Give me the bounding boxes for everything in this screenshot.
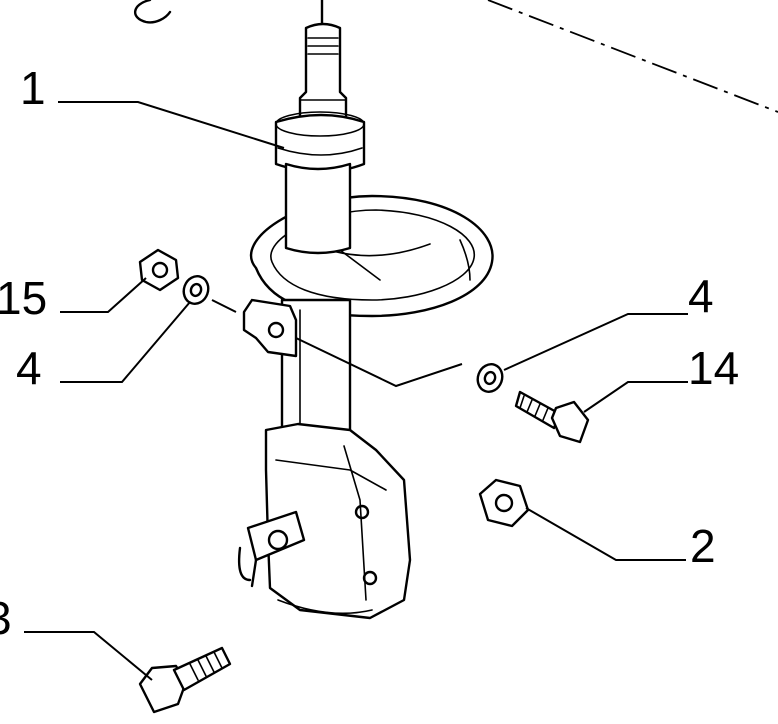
leader-line-4-left — [60, 301, 191, 383]
leader-line-15 — [60, 277, 147, 313]
top-cap — [274, 111, 366, 174]
fastening-axis-line — [211, 299, 463, 388]
washer-part-left — [182, 275, 210, 305]
callout-label-15: 15 — [0, 272, 47, 324]
brake-line-tab — [237, 510, 306, 588]
bolt-part-3 — [138, 646, 232, 714]
callout-label-1: 1 — [20, 62, 46, 114]
axis-dashdot-line — [487, 0, 778, 113]
strut-assembly — [237, 0, 494, 620]
leader-line-14 — [583, 381, 688, 413]
callout-label-3: 3 — [0, 592, 12, 644]
leader-line-3 — [24, 631, 153, 681]
piston-rod — [298, 0, 348, 128]
washer-part-right — [476, 363, 504, 393]
callout-label-2: 2 — [690, 520, 716, 572]
leader-line-2 — [525, 507, 686, 561]
clip-part — [134, 0, 172, 24]
callout-label-4-left: 4 — [16, 342, 42, 394]
callout-label-14: 14 — [688, 342, 739, 394]
nut-part-2 — [478, 478, 530, 528]
nut-part-15 — [138, 248, 180, 292]
callout-label-4-right: 4 — [688, 270, 714, 322]
leader-line-4-right — [503, 313, 688, 371]
leader-line-1 — [58, 101, 285, 149]
mount-bracket — [242, 298, 298, 358]
bolt-part-14 — [514, 390, 590, 444]
